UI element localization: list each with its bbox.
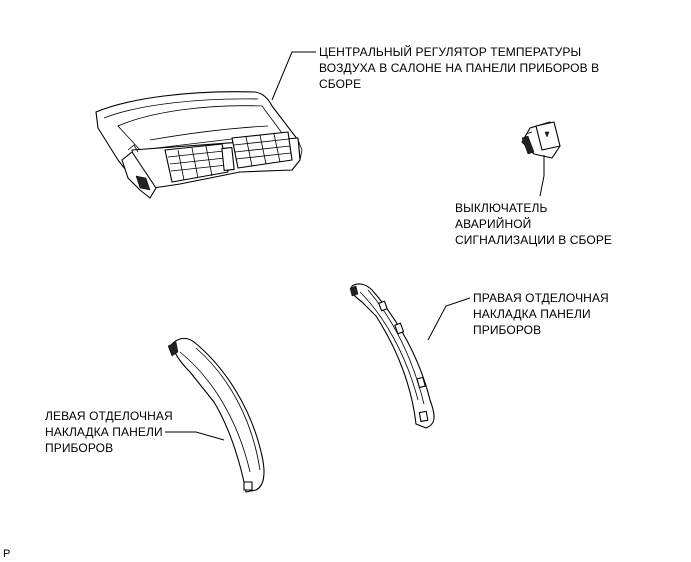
center-vent-assembly xyxy=(95,91,303,199)
hazard-switch-leader xyxy=(539,155,545,197)
right-trim-label: ПРАВАЯ ОТДЕЛОЧНАЯ НАКЛАДКА ПАНЕЛИ ПРИБОР… xyxy=(473,291,609,337)
right-trim-leader xyxy=(427,297,471,341)
center-vent-leader xyxy=(271,51,316,101)
right-trim-panel xyxy=(349,283,435,429)
corner-code: P xyxy=(3,548,11,560)
left-trim-panel xyxy=(167,337,265,493)
hazard-switch-label: ВЫКЛЮЧАТЕЛЬ АВАРИЙНОЙ СИГНАЛИЗАЦИИ В СБО… xyxy=(455,201,613,247)
left-trim-leader xyxy=(165,431,225,441)
hazard-switch xyxy=(521,121,561,159)
center-vent-label: ЦЕНТРАЛЬНЫЙ РЕГУЛЯТОР ТЕМПЕРАТУРЫ ВОЗДУХ… xyxy=(319,45,600,91)
left-trim-label: ЛЕВАЯ ОТДЕЛОЧНАЯ НАКЛАДКА ПАНЕЛИ ПРИБОРО… xyxy=(45,409,173,455)
